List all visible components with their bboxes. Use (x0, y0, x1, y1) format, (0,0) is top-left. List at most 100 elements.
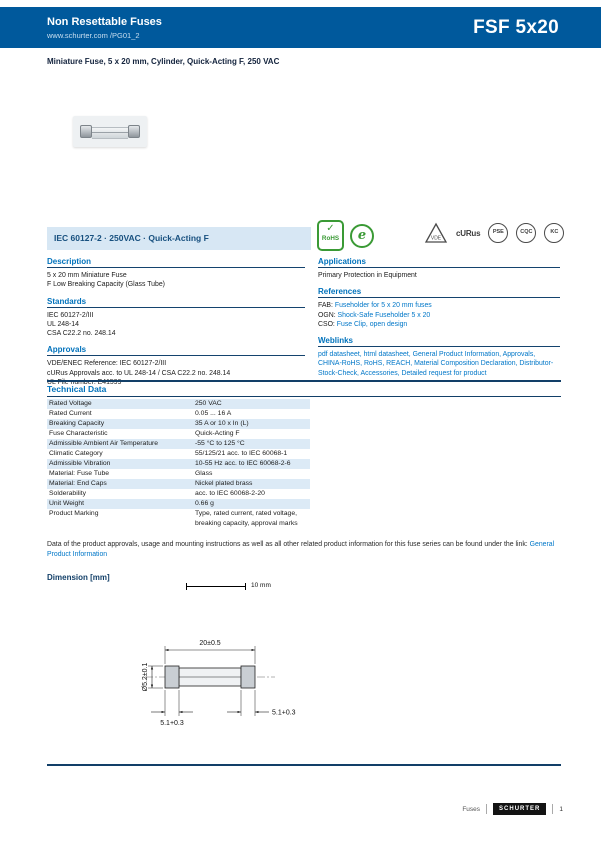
description-item: 5 x 20 mm Miniature Fuse (47, 272, 127, 279)
tech-value: Type, rated current, rated voltage, brea… (195, 510, 298, 527)
drawing-cap-left (164, 665, 180, 689)
section-heading-weblinks: Weblinks (318, 336, 560, 348)
tech-value: 0.05 ... 16 A (195, 410, 232, 417)
section-heading-technical-data: Technical Data (47, 384, 107, 394)
divider (486, 804, 488, 814)
approvals-section: Approvals VDE/ENEC Reference: IEC 60127-… (47, 345, 305, 387)
reference-label: FAB: (318, 302, 333, 310)
dim-diameter: Ø5.2±0.1 (142, 663, 149, 692)
page-title: Non Resettable Fuses (47, 15, 162, 28)
tech-value: 250 VAC (195, 400, 222, 407)
tech-label: Unit Weight (49, 500, 85, 507)
table-row: Breaking Capacity 35 A or 10 x In (L) (47, 419, 310, 429)
table-row: Rated Voltage 250 VAC (47, 399, 310, 409)
tech-label: Solderability (49, 490, 87, 497)
tech-value: acc. to IEC 60068-2-20 (195, 490, 265, 497)
standards-item: UL 248-14 (47, 320, 79, 328)
standards-item: CSA C22.2 no. 248.14 (47, 330, 116, 338)
section-heading-approvals: Approvals (47, 345, 305, 357)
general-product-information-link[interactable]: General Product Information (47, 541, 555, 558)
product-subtitle: Miniature Fuse, 5 x 20 mm, Cylinder, Qui… (47, 57, 280, 66)
reference-link[interactable]: Shock-Safe Fuseholder 5 x 20 (337, 311, 431, 319)
section-heading-dimension: Dimension [mm] (47, 573, 110, 582)
divider (552, 804, 554, 814)
kc-icon: KC (544, 223, 565, 243)
tech-label: Rated Current (49, 410, 92, 417)
tech-value: -55 °C to 125 °C (195, 440, 245, 447)
table-row: Solderability acc. to IEC 60068-2-20 (47, 489, 310, 499)
certification-marks: VDE cURus PSE CQC KC (424, 222, 565, 244)
tech-label: Climatic Category (49, 450, 103, 457)
drawing-cap-right (240, 665, 256, 689)
table-row: Admissible Ambient Air Temperature -55 °… (47, 439, 310, 449)
reference-link[interactable]: Fuse Clip, open design (336, 320, 408, 328)
fuse-cap-left (80, 125, 92, 138)
reference-row: CSO: Fuse Clip, open design (318, 320, 560, 329)
reference-label: CSO: (318, 320, 335, 328)
divider (47, 396, 561, 397)
tech-label: Admissible Vibration (49, 460, 111, 467)
table-row: Climatic Category 55/125/21 acc. to IEC … (47, 449, 310, 459)
approvals-item: UL File number: E41599 (47, 379, 122, 387)
dimension-drawing: 20±0.5 Ø5.2±0.1 5.1+0.3 5.1+0.3 (142, 640, 296, 727)
e-mark-icon: e (350, 224, 374, 248)
description-item: F Low Breaking Capacity (Glass Tube) (47, 281, 165, 289)
rohs-label: RoHS (321, 235, 340, 242)
pse-icon: PSE (488, 223, 509, 243)
section-heading-description: Description (47, 257, 305, 268)
tech-label: Product Marking (49, 510, 99, 517)
technical-data-table: Rated Voltage 250 VAC Rated Current 0.05… (47, 399, 310, 529)
table-row: Fuse Characteristic Quick-Acting F (47, 429, 310, 439)
tech-label: Admissible Ambient Air Temperature (49, 440, 159, 447)
section-heading-applications: Applications (318, 257, 560, 268)
svg-text:VDE: VDE (431, 236, 442, 242)
weblinks-links[interactable]: pdf datasheet, html datasheet, General P… (318, 351, 554, 377)
tech-label: Fuse Characteristic (49, 430, 108, 437)
reference-row: FAB: Fuseholder for 5 x 20 mm fuses (318, 301, 560, 310)
approvals-item: VDE/ENEC Reference: IEC 60127-2/III (47, 360, 167, 368)
check-icon: ✓ (326, 223, 335, 234)
rohs-badge-icon: ✓ RoHS (317, 220, 344, 251)
fuse-image (80, 125, 140, 139)
reference-link[interactable]: Fuseholder for 5 x 20 mm fuses (334, 302, 432, 310)
page-number: 1 (559, 805, 563, 813)
table-row: Unit Weight 0.66 g (47, 499, 310, 509)
divider (47, 764, 561, 766)
section-heading-standards: Standards (47, 297, 305, 308)
description-section: Description 5 x 20 mm Miniature Fuse F L… (47, 257, 305, 290)
weblinks-section: Weblinks pdf datasheet, html datasheet, … (318, 336, 560, 378)
approvals-item: cURus Approvals acc. to UL 248-14 / CSA … (47, 369, 231, 377)
standards-item: IEC 60127-2/III (47, 311, 94, 319)
applications-item: Primary Protection in Equipment (318, 272, 417, 279)
scale-label: 10 mm (251, 582, 271, 589)
footer: Fuses SCHURTER 1 (462, 803, 563, 815)
product-name: FSF 5x20 (473, 16, 559, 38)
table-row: Material: End Caps Nickel plated brass (47, 479, 310, 489)
tech-label: Rated Voltage (49, 400, 92, 407)
vde-triangle-icon: VDE (424, 222, 448, 243)
section-heading-references: References (318, 287, 560, 299)
scale-bar (186, 583, 246, 590)
header-url-link[interactable]: www.schurter.com /PG01_2 (47, 30, 140, 40)
cqc-icon: CQC (516, 223, 537, 243)
applications-section: Applications Primary Protection in Equip… (318, 257, 560, 280)
product-photo (73, 116, 147, 147)
references-section: References FAB: Fuseholder for 5 x 20 mm… (318, 287, 560, 329)
tech-value: Glass (195, 470, 213, 477)
footer-doc-name: Fuses (462, 805, 481, 813)
technical-data-section: Technical Data Rated Voltage 250 VAC Rat… (47, 380, 561, 529)
left-column: Description 5 x 20 mm Miniature Fuse F L… (47, 257, 305, 394)
curus-icon: cURus (456, 228, 481, 238)
fuse-glass-body (92, 126, 128, 139)
dim-length: 20±0.5 (199, 640, 220, 647)
table-row: Rated Current 0.05 ... 16 A (47, 409, 310, 419)
tech-label: Breaking Capacity (49, 420, 105, 427)
standard-banner: IEC 60127-2 · 250VAC · Quick-Acting F (47, 227, 311, 250)
tech-value: Nickel plated brass (195, 480, 253, 487)
reference-row: OGN: Shock-Safe Fuseholder 5 x 20 (318, 311, 560, 320)
tech-value: 0.66 g (195, 500, 214, 507)
reference-label: OGN: (318, 311, 336, 319)
table-row: Product Marking Type, rated current, rat… (47, 509, 310, 529)
dim-cap-right: 5.1+0.3 (272, 710, 296, 717)
